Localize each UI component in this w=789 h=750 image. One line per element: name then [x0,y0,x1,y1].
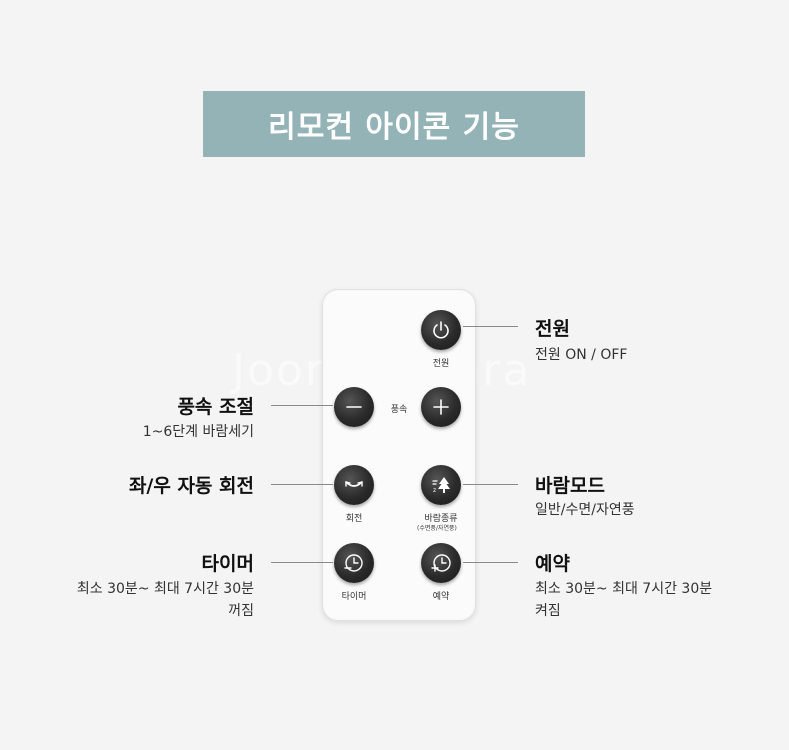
plus-icon [433,399,449,415]
remote-control: 전원 풍속 회전 z 바람종류 (수면풍/자연풍) [322,289,476,621]
power-connector-line [463,326,518,327]
timer-desc-line1: 최소 30분~ 최대 7시간 30분 [76,581,254,597]
reserve-connector-line [463,562,518,563]
wind-type-sublabel: (수면풍/자연풍) [417,525,457,532]
speed-connector-line [271,405,333,406]
timer-button[interactable] [334,543,374,583]
power-label: 전원 [432,359,450,369]
rotate-label: 회전 [345,514,363,524]
reserve-desc-line1: 최소 30분~ 최대 7시간 30분 [535,581,713,597]
minus-icon [346,406,362,408]
rotate-icon [345,481,363,487]
reserve-button[interactable] [421,543,461,583]
wind-mode-title: 바람모드 [535,475,605,497]
power-button[interactable] [421,310,461,350]
timer-plus-icon [431,554,451,572]
timer-minus-icon [344,554,363,572]
wind-mode-desc: 일반/수면/자연풍 [535,502,635,518]
wind-type-button[interactable]: z [421,465,461,505]
timer-connector-line [271,562,333,563]
reserve-label: 예약 [432,592,450,602]
rotate-title: 좌/우 자동 회전 [128,475,254,497]
speed-up-button[interactable] [421,387,461,427]
speed-desc: 1~6단계 바람세기 [142,424,254,440]
timer-title: 타이머 [201,553,254,575]
timer-desc-line2: 꺼짐 [228,603,254,619]
tree-icon: z [432,477,450,494]
speed-down-button[interactable] [334,387,374,427]
svg-text:z: z [433,487,436,494]
reserve-title: 예약 [535,553,570,575]
rotate-button[interactable] [334,465,374,505]
power-title: 전원 [535,318,570,340]
wind-mode-connector-line [463,484,518,485]
wind-type-label: 바람종류 [424,514,458,524]
reserve-desc-line2: 켜짐 [535,603,561,619]
rotate-connector-line [271,484,333,485]
page-banner-title: 리모컨 아이콘 기능 [203,91,585,157]
power-icon [433,321,449,339]
power-desc: 전원 ON / OFF [535,347,628,363]
speed-label: 풍속 [390,405,408,415]
speed-title: 풍속 조절 [177,396,254,418]
timer-label: 타이머 [341,592,367,602]
